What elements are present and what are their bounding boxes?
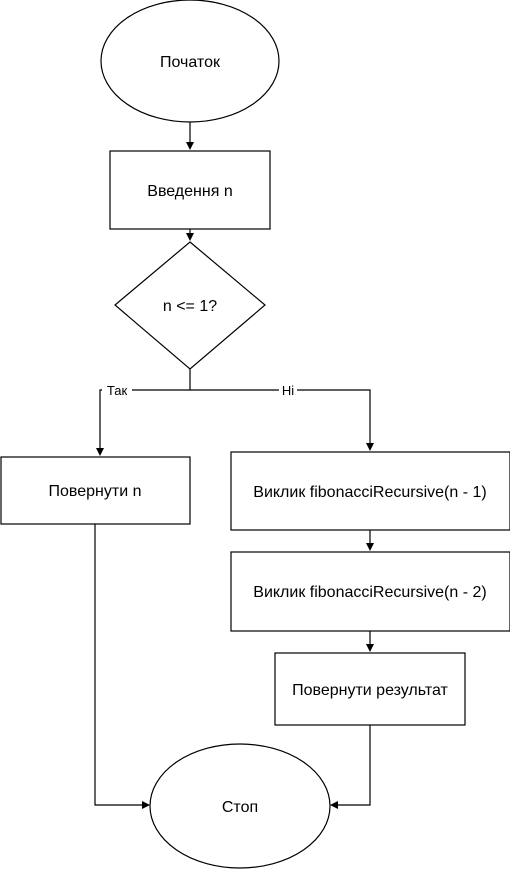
process-input-shape <box>109 150 271 230</box>
node-input-label: Введення n <box>147 183 232 200</box>
node-return-result[interactable]: Повернути результат <box>274 652 466 726</box>
edge-decision-to-return-n <box>99 369 191 449</box>
edge-label-yes: Так <box>102 383 132 398</box>
node-return-n-label: Повернути n <box>49 483 142 500</box>
node-start[interactable]: Початок <box>100 0 280 123</box>
terminal-stop-shape <box>149 743 331 869</box>
arrowhead-icon <box>186 142 194 150</box>
process-call2-shape <box>230 551 510 632</box>
terminal-start-shape <box>100 0 280 123</box>
node-stop[interactable]: Стоп <box>149 743 331 869</box>
node-decision[interactable]: n <= 1? <box>114 241 266 370</box>
edge-label-yes-background <box>102 383 132 398</box>
arrowhead-icon <box>96 448 104 456</box>
process-call1-shape <box>230 451 510 531</box>
node-return-n[interactable]: Повернути n <box>0 456 191 525</box>
node-start-label: Початок <box>160 54 221 71</box>
edge-return-result-to-stop <box>337 725 371 806</box>
arrowhead-icon <box>366 543 374 551</box>
edge-label-no-background <box>279 383 297 398</box>
edge-label-yes-text: Так <box>107 383 128 398</box>
edge-decision-to-call1 <box>190 389 371 444</box>
node-call2[interactable]: Виклик fibonacciRecursive(n - 2) <box>230 551 510 632</box>
edge-label-no-text: Ні <box>282 383 294 398</box>
arrowhead-icon <box>366 443 374 451</box>
arrowhead-icon <box>186 233 194 241</box>
process-return-result-shape <box>274 652 466 726</box>
node-input[interactable]: Введення n <box>109 150 271 230</box>
arrowhead-icon <box>330 801 338 809</box>
edge-return-n-to-stop <box>94 524 143 806</box>
node-call1[interactable]: Виклик fibonacciRecursive(n - 1) <box>230 451 510 531</box>
arrowhead-icon <box>366 644 374 652</box>
decision-shape <box>114 241 266 370</box>
node-call2-label: Виклик fibonacciRecursive(n - 2) <box>253 584 486 601</box>
node-decision-label: n <= 1? <box>163 298 217 315</box>
arrowhead-icon <box>142 801 150 809</box>
connectors <box>94 122 374 809</box>
node-stop-label: Стоп <box>222 799 258 816</box>
edge-label-no: Ні <box>279 383 297 398</box>
node-call1-label: Виклик fibonacciRecursive(n - 1) <box>253 484 486 501</box>
process-return-n-shape <box>0 456 191 525</box>
node-return-result-label: Повернути результат <box>292 682 448 699</box>
